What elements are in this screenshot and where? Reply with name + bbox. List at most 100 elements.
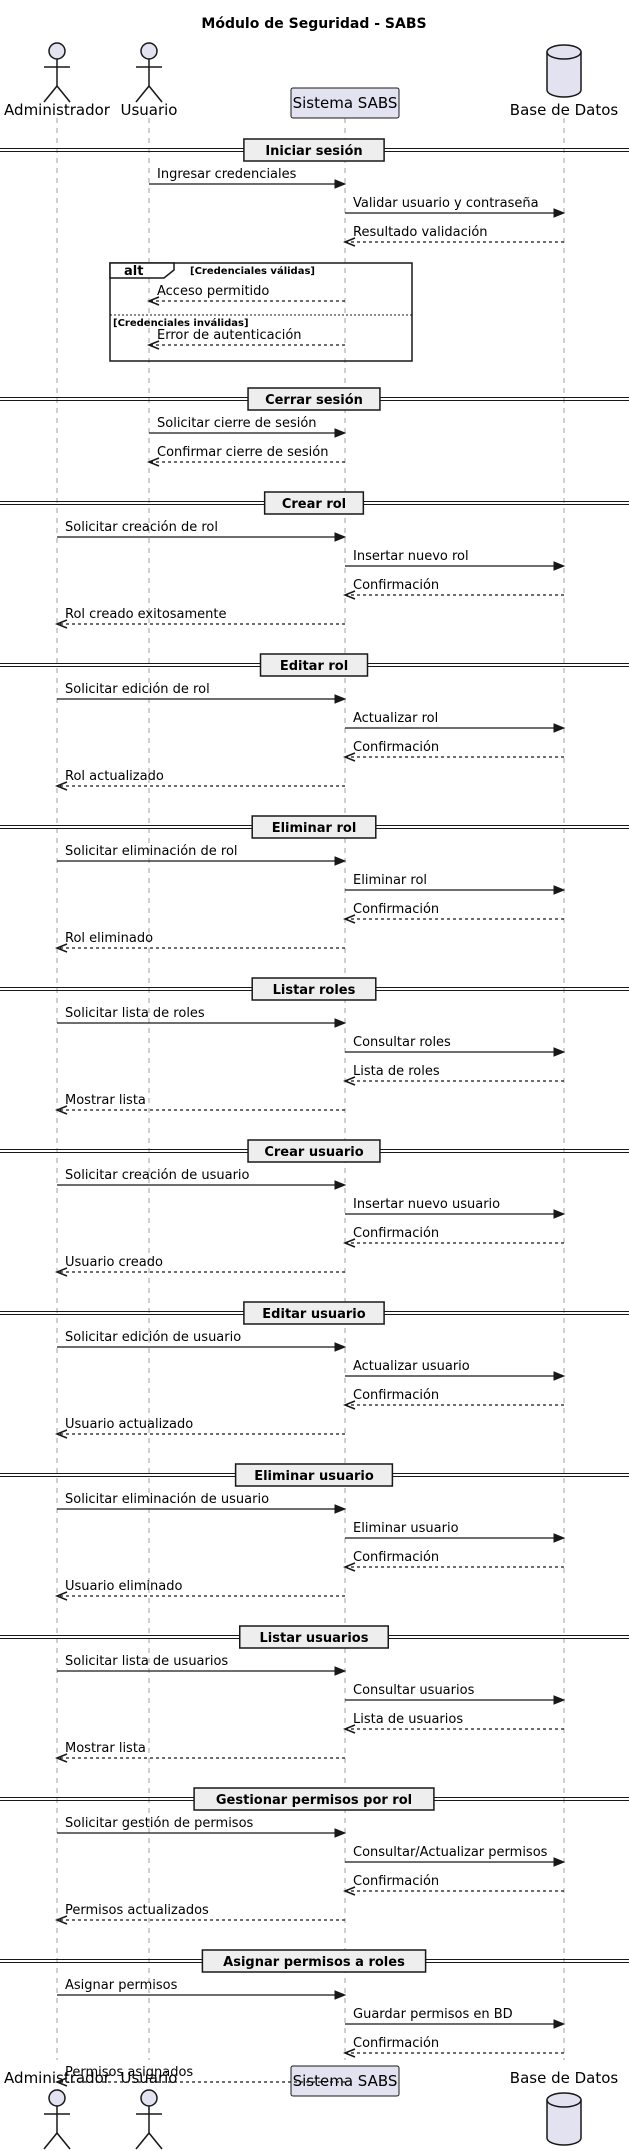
message-label: Permisos actualizados: [65, 1903, 209, 1918]
message: Confirmación: [342, 1550, 564, 1572]
alt-keyword: alt: [124, 264, 143, 279]
message: Rol eliminado: [54, 931, 345, 953]
arrow-head: [342, 2048, 356, 2058]
message: Actualizar rol: [345, 711, 566, 733]
message-label: Consultar roles: [353, 1035, 451, 1050]
participant-label: Sistema SABS: [293, 2072, 398, 2090]
section-label-box: [239, 1625, 389, 1649]
arrow-head: [342, 1886, 356, 1896]
section-label-box: [201, 1949, 427, 1973]
message-label: Confirmación: [353, 740, 439, 755]
message: Resultado validación: [342, 225, 564, 247]
message-label: Solicitar gestión de permisos: [65, 1816, 254, 1831]
arrow-head: [334, 694, 347, 704]
arrow-head: [553, 885, 566, 895]
message: Confirmación: [342, 1388, 564, 1410]
section-label-box: [251, 815, 377, 839]
arrow-head: [342, 1400, 356, 1410]
message-label: Usuario creado: [65, 1255, 163, 1270]
section-label: Crear rol: [282, 497, 346, 512]
message: Consultar/Actualizar permisos: [345, 1845, 566, 1867]
participant-db: Base de Datos: [510, 44, 618, 119]
message: Asignar permisos: [57, 1978, 347, 2000]
arrow-head: [54, 1753, 68, 1763]
section-label-box: [247, 1139, 381, 1163]
actor-icon: [135, 42, 163, 103]
arrow-head: [54, 1591, 68, 1601]
section-label: Iniciar sesión: [265, 144, 362, 159]
message: Eliminar usuario: [345, 1521, 566, 1543]
arrow-head: [54, 1429, 68, 1439]
section-separator: Editar usuario: [0, 1301, 629, 1325]
participant-sys: Sistema SABS: [290, 87, 400, 119]
section-label: Eliminar usuario: [254, 1469, 374, 1484]
section-label-box: [193, 1787, 435, 1811]
arrow-head: [342, 1076, 356, 1086]
message: Usuario creado: [54, 1255, 345, 1277]
arrow-head: [334, 1018, 347, 1028]
arrow-head: [342, 237, 356, 247]
message-label: Insertar nuevo usuario: [353, 1197, 500, 1212]
participant-box: [290, 87, 400, 119]
message: Solicitar eliminación de usuario: [57, 1492, 347, 1514]
database-icon: [546, 44, 582, 98]
message-label: Solicitar lista de roles: [65, 1006, 205, 1021]
message-label: Confirmación: [353, 1550, 439, 1565]
message: Solicitar cierre de sesión: [149, 416, 347, 438]
section-separator: Crear usuario: [0, 1139, 629, 1163]
alt-tag: [109, 262, 175, 279]
message: Eliminar rol: [345, 873, 566, 895]
participant-label: Sistema SABS: [293, 94, 398, 112]
message-label: Validar usuario y contraseña: [353, 196, 539, 211]
alt-frame: [109, 262, 413, 362]
arrow-head: [334, 1666, 347, 1676]
arrow-head: [553, 208, 566, 218]
participant-db: Base de Datos: [510, 2069, 619, 2146]
arrow-head: [342, 914, 356, 924]
message-label: Solicitar cierre de sesión: [157, 416, 317, 431]
message-label: Permisos asignados: [65, 2065, 193, 2080]
section-separator: Cerrar sesión: [0, 387, 629, 411]
actor-icon: [43, 2089, 71, 2150]
message: Confirmación: [342, 902, 564, 924]
message-label: Mostrar lista: [65, 1741, 146, 1756]
message-label: Consultar/Actualizar permisos: [353, 1845, 548, 1860]
arrow-head: [334, 1828, 347, 1838]
message-label: Confirmación: [353, 1388, 439, 1403]
participant-label: Base de Datos: [510, 2069, 619, 2087]
message-label: Eliminar rol: [353, 873, 427, 888]
message: Usuario actualizado: [54, 1417, 345, 1439]
arrow-head: [146, 296, 160, 306]
arrow-head: [553, 723, 566, 733]
message-label: Solicitar edición de rol: [65, 682, 210, 697]
section-label: Editar rol: [280, 659, 348, 674]
message: Solicitar lista de usuarios: [57, 1654, 347, 1676]
message-label: Eliminar usuario: [353, 1521, 459, 1536]
message: Permisos actualizados: [54, 1903, 345, 1925]
arrow-head: [553, 1533, 566, 1543]
participant-label: Administrador: [4, 101, 111, 119]
message: Confirmación: [342, 2036, 564, 2058]
arrow-head: [54, 2077, 68, 2087]
arrow-head: [553, 1695, 566, 1705]
message-label: Usuario eliminado: [65, 1579, 182, 1594]
section-separator: Eliminar usuario: [0, 1463, 629, 1487]
message: Mostrar lista: [54, 1093, 345, 1115]
arrow-head: [553, 561, 566, 571]
section-label-box: [243, 138, 385, 162]
message: Consultar usuarios: [345, 1683, 566, 1705]
message-label: Mostrar lista: [65, 1093, 146, 1108]
participant-label: Usuario: [120, 101, 177, 119]
message: Solicitar gestión de permisos: [57, 1816, 347, 1838]
section-label-box: [247, 387, 381, 411]
section-label: Cerrar sesión: [265, 393, 363, 408]
arrow-head: [342, 1238, 356, 1248]
message-label: Usuario actualizado: [65, 1417, 193, 1432]
section-label-box: [234, 1463, 394, 1487]
participant-admin: Administrador: [4, 42, 111, 119]
actor-icon: [43, 42, 71, 103]
lifelines: [56, 118, 565, 2060]
message-label: Solicitar eliminación de rol: [65, 844, 238, 859]
message-label: Solicitar lista de usuarios: [65, 1654, 228, 1669]
arrow-head: [54, 1915, 68, 1925]
